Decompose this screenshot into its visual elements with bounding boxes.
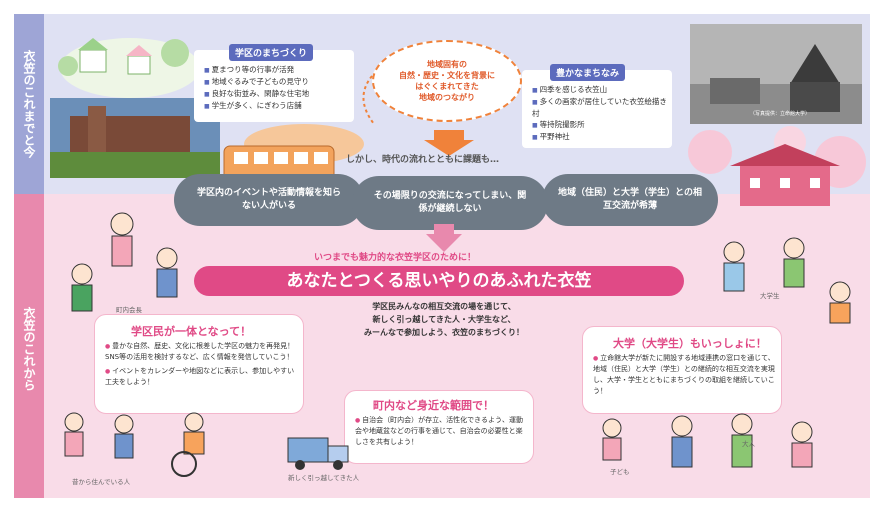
tram-illustration [223, 124, 364, 181]
wheelchair-icon [171, 451, 197, 477]
label-child: 子ども [610, 468, 630, 476]
people-group-bottom-right [602, 413, 813, 468]
problem-cloud: その場限りの交流になってしまい、関係が継続しない [352, 176, 548, 230]
photo-caption: （写真提供：立命館大学） [750, 111, 811, 117]
problem-text: 学区内のイベントや活動情報を知らない人がいる [196, 188, 341, 211]
poster: 衣笠のこれまでと今 衣笠のこれから 学区のまちづくり 夏まつり等の行事が活発 地… [14, 14, 870, 498]
label-student: 大学生 [760, 292, 780, 300]
town-planning-item: 学生が多く、にぎわう店舗 [204, 100, 309, 112]
label-longtime-resident: 昔から住んでいる人 [72, 478, 131, 486]
oval-line: はぐくまれてきた [415, 82, 479, 91]
center-message-line: みーんなで参加しよう、衣笠のまちづくり！ [364, 328, 524, 337]
streetscape-item: 四季を感じる衣笠山 [532, 84, 667, 96]
historical-photo: （写真提供：立命館大学） [690, 24, 862, 124]
subtitle: いつまでも魅力的な衣笠学区のために！ [314, 253, 477, 263]
transition-text: しかし、時代の流れとともに課題も… [346, 155, 500, 165]
residents-item: 豊かな自然、歴史、文化に根差した学区の魅力を再発見！SNS等の活用を検討するなど… [105, 341, 295, 363]
town-planning-item: 地域ぐるみで子どもの見守り [204, 76, 309, 88]
residents-title: 学区民が一体となって！ [131, 325, 252, 338]
town-planning-box: 学区のまちづくり 夏まつり等の行事が活発 地域ぐるみで子どもの見守り 良好な街並… [194, 44, 354, 122]
person-figure [156, 247, 178, 298]
university-box: 大学（大学生）もいっしょに！ 立命館大学が新たに開設する地域連携の窓口を通じて、… [582, 326, 782, 414]
side-label-future: 衣笠のこれから [22, 307, 36, 391]
town-planning-list: 夏まつり等の行事が活発 地域ぐるみで子どもの見守り 良好な街並み、閑静な住宅地 … [204, 64, 310, 112]
side-label-past: 衣笠のこれまでと今 [22, 50, 36, 158]
people-group-bottom-left [64, 412, 205, 477]
residents-box: 学区民が一体となって！ 豊かな自然、歴史、文化に根差した学区の魅力を再発見！SN… [94, 314, 304, 414]
down-arrow-icon [424, 130, 474, 156]
problem-cloud: 地域（住民）と大学（学生）との相互交流が希薄 [542, 174, 718, 226]
streetscape-item: 平野神社 [532, 131, 667, 143]
residents-list: 豊かな自然、歴史、文化に根差した学区の魅力を再発見！SNS等の活用を検討するなど… [105, 341, 295, 388]
town-planning-item: 良好な街並み、閑静な住宅地 [204, 88, 310, 100]
side-tab-past [14, 14, 44, 194]
main-title: あなたとつくる思いやりのあふれた衣笠 [194, 266, 684, 296]
oval-line: 地域のつながり [419, 93, 475, 102]
town-planning-title: 学区のまちづくり [229, 44, 314, 61]
neighborhood-list: 自治会（町内会）が存立、活性化できるよう、運動会や地蔵盆などの行事を通じて、自治… [355, 415, 527, 448]
label-newcomer: 新しく引っ越してきた人 [288, 474, 360, 482]
neighborhood-title: 町内など身近な範囲で！ [373, 399, 494, 412]
town-illustration [50, 38, 220, 178]
people-group-left [71, 212, 134, 312]
problem-cloud: 学区内のイベントや活動情報を知らない人がいる [174, 174, 364, 226]
neighborhood-box: 町内など身近な範囲で！ 自治会（町内会）が存立、活性化できるよう、運動会や地蔵盆… [344, 390, 534, 464]
label-adult: 大人 [742, 440, 755, 448]
problem-text: その場限りの交流になってしまい、関係が継続しない [373, 191, 527, 214]
center-message: 学区民みんなの相互交流の場を通じて、 新しく引っ越してきた人・大学生など、 みー… [334, 300, 554, 339]
streetscape-item: 多くの画家が居住していた衣笠絵描き村 [532, 96, 667, 119]
streetscape-box: 豊かなまちなみ 四季を感じる衣笠山 多くの画家が居住していた衣笠絵描き村 等持院… [522, 64, 672, 148]
streetscape-title: 豊かなまちなみ [550, 64, 626, 81]
problem-text: 地域（住民）と大学（学生）との相互交流が希薄 [558, 188, 702, 211]
center-message-line: 新しく引っ越してきた人・大学生など、 [372, 315, 516, 324]
oval-line: 地域固有の [427, 60, 467, 69]
streetscape-list: 四季を感じる衣笠山 多くの画家が居住していた衣笠絵描き村 等持院撮影所 平野神社 [532, 84, 667, 143]
neighborhood-item: 自治会（町内会）が存立、活性化できるよう、運動会や地蔵盆などの行事を通じて、自治… [355, 415, 527, 448]
university-list: 立命館大学が新たに開設する地域連携の窓口を通じて、地域（住民）と大学（学生）との… [593, 353, 775, 397]
side-tab-future [14, 194, 44, 498]
university-title: 大学（大学生）もいっしょに！ [613, 337, 767, 350]
down-arrow-icon [426, 224, 462, 252]
historical-photo-image [690, 24, 862, 124]
moving-truck-icon [287, 437, 349, 470]
center-message-line: 学区民みんなの相互交流の場を通じて、 [372, 302, 516, 311]
label-elder: 町内会長 [116, 306, 142, 314]
residents-item: イベントをカレンダーや地図などに表示し、参加しやすい工夫をしよう！ [105, 366, 295, 388]
university-item: 立命館大学が新たに開設する地域連携の窓口を通じて、地域（住民）と大学（学生）との… [593, 353, 775, 397]
shrine-illustration [688, 126, 866, 206]
community-oval: 地域固有の 自然・歴史・文化を背景に はぐくまれてきた 地域のつながり [372, 40, 522, 122]
town-planning-item: 夏まつり等の行事が活発 [204, 64, 309, 76]
streetscape-item: 等持院撮影所 [532, 119, 667, 131]
people-group-right [723, 237, 851, 324]
oval-line: 自然・歴史・文化を背景に [399, 71, 495, 80]
